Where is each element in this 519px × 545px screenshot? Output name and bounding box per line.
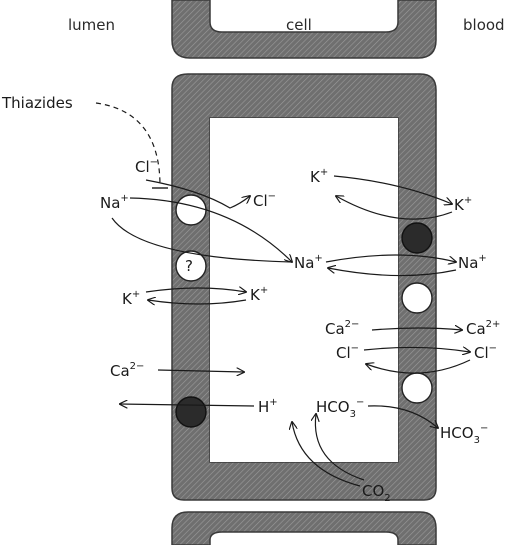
ion-cl-lumen: Cl− xyxy=(135,157,158,176)
ion-k-blood-top: K+ xyxy=(454,195,472,214)
ion-hco3-blood: HCO3− xyxy=(440,423,488,446)
ion-ca-lumen: Ca2− xyxy=(110,361,144,380)
lower-cell-wall xyxy=(172,512,436,545)
proton-pump xyxy=(176,397,206,427)
ion-na-lumen: Na+ xyxy=(100,193,129,212)
ion-k-lumen: K+ xyxy=(122,289,140,308)
thiazide-inhibition-line xyxy=(96,103,160,186)
ion-na-blood: Na+ xyxy=(458,253,487,272)
nacl-cotransporter xyxy=(176,195,206,225)
cell-interior xyxy=(210,118,398,462)
na-ca-exchanger xyxy=(402,283,432,313)
ion-cl-blood-2: Cl− xyxy=(474,343,497,362)
na-k-atpase xyxy=(402,223,432,253)
blood-header: blood xyxy=(463,16,505,34)
unknown-channel-label: ? xyxy=(185,257,193,275)
lumen-header: lumen xyxy=(68,16,115,34)
thiazides-label: Thiazides xyxy=(1,94,73,112)
ion-ca-blood: Ca2+ xyxy=(466,319,500,338)
cl-hco3-exchanger xyxy=(402,373,432,403)
